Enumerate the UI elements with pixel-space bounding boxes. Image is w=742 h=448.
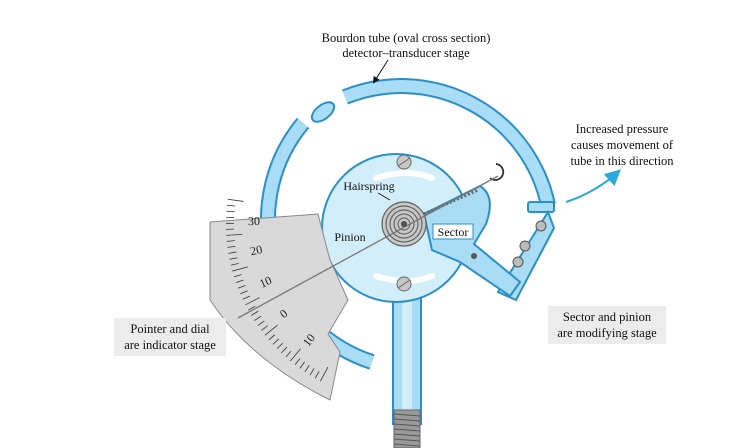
- dial-tick: [254, 315, 262, 321]
- tube-end-cap: [527, 201, 555, 213]
- dial-tick: [248, 305, 256, 311]
- dial-tick: [285, 350, 292, 358]
- dial-tick: [226, 204, 235, 207]
- pressure-label-line1: Increased pressure: [576, 122, 669, 136]
- dial-tick: [230, 262, 239, 266]
- dial-tick: [233, 274, 242, 278]
- dial-tick: [272, 338, 280, 345]
- dial-tick: [281, 346, 288, 354]
- gauge-socket: [392, 291, 422, 448]
- bourdon-label-line2: detector–transducer stage: [342, 46, 470, 60]
- dial-tick: [290, 348, 301, 362]
- sector-tag: Sector: [432, 223, 474, 240]
- dial-scale-label: 10: [257, 273, 274, 291]
- tube-oval-cross-section: [310, 101, 336, 123]
- dial-tick: [226, 240, 235, 242]
- dial-tick: [294, 358, 301, 366]
- dial-tick: [229, 257, 238, 260]
- pointer-dial-callout: Pointer and dial are indicator stage: [114, 318, 226, 356]
- pinion-label: Pinion: [334, 230, 365, 244]
- dial-tick: [226, 233, 243, 236]
- pressure-label-line2: causes movement of: [571, 138, 674, 152]
- dial-tick: [227, 198, 244, 202]
- dial-tick: [235, 279, 244, 283]
- pressure-direction-arrow: [565, 169, 621, 203]
- pointer-label-line1: Pointer and dial: [130, 322, 210, 336]
- pressure-label-line3: tube in this direction: [570, 154, 674, 168]
- dial-tick: [237, 285, 246, 289]
- dial-tick: [227, 245, 236, 248]
- dial-tick: [242, 295, 251, 300]
- dial-scale-label: 20: [249, 242, 264, 258]
- dial-tick: [228, 251, 237, 254]
- dial-tick: [245, 297, 260, 306]
- dial-tick: [240, 290, 248, 295]
- dial-tick: [268, 334, 276, 341]
- dial-tick: [314, 371, 320, 379]
- dial-tick: [320, 366, 329, 382]
- dial-tick: [232, 266, 248, 272]
- sector-label: Sector: [438, 225, 469, 239]
- pointer-hub: [401, 221, 407, 227]
- dial-tick: [299, 361, 305, 369]
- dial-tick: [226, 210, 235, 213]
- hairspring-hook: [489, 163, 505, 181]
- sector-label-line1: Sector and pinion: [563, 310, 652, 324]
- dial-scale-label: 30: [248, 214, 260, 228]
- pointer-needle: [237, 175, 499, 319]
- sector-pinion-callout: Sector and pinion are modifying stage: [548, 306, 666, 344]
- dial-tick: [264, 324, 278, 336]
- hairspring-label: Hairspring: [343, 179, 394, 193]
- dial-tick: [309, 368, 315, 376]
- sector-label-line2: are modifying stage: [557, 326, 657, 340]
- pointer-label-line2: are indicator stage: [124, 338, 216, 352]
- dial-tick: [251, 310, 259, 316]
- dial-tick: [304, 364, 310, 373]
- bourdon-label-line1: Bourdon tube (oval cross section): [322, 31, 491, 45]
- dial-tick: [261, 325, 268, 331]
- dial-tick: [257, 320, 265, 326]
- dial-tick: [276, 342, 284, 350]
- thread-rod: [393, 409, 421, 448]
- hairspring-leader: [377, 192, 391, 201]
- dial-ticks: [225, 198, 329, 382]
- bourdon-leader-line: [372, 59, 389, 84]
